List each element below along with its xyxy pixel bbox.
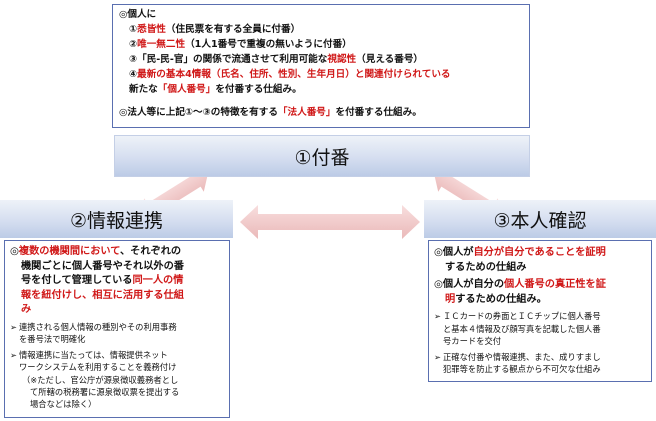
corporate-number-line: ◎法人等に上記①～③の特徴を有する「法人番号」を付番する仕組み。 <box>119 107 422 118</box>
feature-4: ④最新の基本4情報（氏名、住所、性別、生年月日）と関連付けられている <box>129 69 451 80</box>
info-link-box: ◎複数の機関間において、それぞれの 機関ごとに個人番号やそれ以外の番 号を付して… <box>4 240 230 418</box>
identity-point-1: ◎個人が自分が自分であることを証明 するための仕組み <box>434 247 606 273</box>
info-note: （※ただし、官公庁が源泉徴収義務者とし て所轄の税務署に源泉徴収票を提出する 場… <box>22 374 180 410</box>
numbering-banner: ①付番 <box>114 135 530 177</box>
info-link-description: ◎複数の機関間において、それぞれの 機関ごとに個人番号やそれ以外の番 号を付して… <box>10 245 224 318</box>
feature-1: ①悉皆性（住民票を有する全員に付番） <box>129 24 301 35</box>
info-main-line: み <box>21 304 32 316</box>
identity-banner: ③本人確認 <box>424 200 656 238</box>
identity-point-2: ◎個人が自分の個人番号の真正性を証 明するための仕組み。 <box>434 279 606 305</box>
identity-bullet-2: ➢ 正確な付番や情報連携、また、成りすまし犯罪等を防止する観点から不可欠な仕組み <box>434 351 601 374</box>
info-bullet-2: ➢ 情報連携に当たっては、情報提供ネットワークシステムを利用することを義務付け <box>10 349 177 373</box>
info-main-line: 機関ごとに個人番号やそれ以外の番 <box>21 260 184 272</box>
individual-number-features-box: ◎個人に ①悉皆性（住民票を有する全員に付番） ②唯一無二性（1人1番号で重複の… <box>112 4 530 128</box>
info-main-line: ◎複数の機関間において、それぞれの <box>10 246 182 257</box>
features-heading: ◎個人に <box>119 9 157 20</box>
info-main-line: 号を付して管理している同一人の情 <box>21 275 184 287</box>
feature-3: ③「民-民-官」の関係で流通させて利用可能な視認性（見える番号） <box>129 54 424 65</box>
bullet-arrow-icon: ➢ <box>10 349 17 360</box>
identity-box: ◎個人が自分が自分であることを証明 するための仕組み ◎個人が自分の個人番号の真… <box>428 240 652 382</box>
bullet-arrow-icon: ➢ <box>10 321 17 332</box>
bullet-arrow-icon: ➢ <box>434 311 441 322</box>
info-bullet-1: ➢ 連携される個人情報の種別やその利用事務を番号法で明確化 <box>10 321 177 345</box>
feature-2: ②唯一無二性（1人1番号で重複の無いように付番） <box>129 39 352 50</box>
new-number-line: 新たな「個人番号」を付番する仕組み。 <box>129 84 302 95</box>
info-link-banner: ②情報連携 <box>0 200 233 238</box>
info-main-line: 報を紐付けし、相互に活用する仕組 <box>21 289 184 301</box>
arrow-info-identity <box>240 205 420 239</box>
bullet-arrow-icon: ➢ <box>434 351 441 362</box>
identity-bullet-1: ➢ ＩＣカードの券面とＩＣチップに個人番号と基本４情報及び顔写真を記載した個人番… <box>434 311 601 347</box>
